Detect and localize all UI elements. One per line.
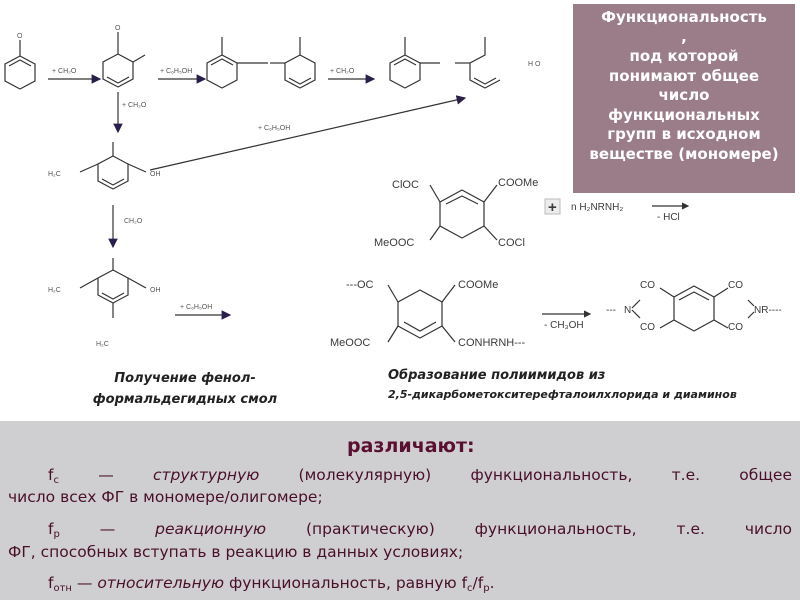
label-n: N [624, 305, 631, 316]
definitions-panel: различают: fc — структурную (молекулярну… [0, 421, 800, 600]
monomer-ring [439, 189, 485, 239]
label-cocl: COCl [498, 237, 525, 249]
benzene-ring-3 [206, 54, 238, 89]
label-end: H O [528, 61, 541, 68]
label-oh-1: OH [150, 171, 161, 178]
label-reagent-4: + CH₂O [122, 102, 147, 109]
label-diamine: n H₂NRNH₂ [571, 202, 623, 213]
imide-benzene-ring [673, 285, 715, 332]
phenol-labels: O O + CH₂O + C₆H₅OH + CH₂O + CH₂O + C₆H₅… [17, 25, 541, 348]
dash: — [99, 520, 116, 538]
label-reagent-5: + C₆H₅OH [258, 125, 290, 132]
phenol-caption: Получение фенол- формальдегидных смол [80, 368, 290, 410]
benzene-ring-2 [102, 53, 134, 88]
label-reagent-1: + CH₂O [52, 68, 77, 75]
label-reagent-7: + C₆H₅OH [180, 304, 212, 311]
definition-text: (практическую) функциональность, т.е. чи… [305, 520, 792, 538]
label-coome-1: COOMe [498, 177, 538, 189]
label-oh-2: OH [150, 287, 161, 294]
benzene-ring-5 [389, 54, 421, 89]
symbol-f-sub-c: c [53, 475, 59, 486]
label-meooc-1: MeOOC [374, 237, 414, 249]
definition-text: (молекулярную) функциональность, т.е. об… [298, 466, 792, 484]
label-co-1: CO [640, 280, 655, 291]
label-ch3oh: - CH₃OH [544, 320, 584, 331]
ratio-formula: fc/fp. [461, 574, 495, 594]
callout-line-8: веществе (мономере) [589, 144, 779, 163]
definitions-heading: различают: [347, 435, 475, 457]
label-o-1: O [17, 33, 23, 40]
definition-relative: fотн — относительную функциональность, р… [8, 573, 792, 594]
label-o-2: O [115, 25, 121, 32]
polyimide-labels: ClOC COOMe MeOOC COCl + n H₂NRNH₂ - HCl … [330, 177, 782, 349]
callout-line-7: групп в исходном [607, 125, 761, 143]
phenol-scheme [4, 32, 501, 320]
phenol-caption-line-1: Получение фенол- [114, 371, 256, 386]
phenol-caption-line-2: формальдегидных смол [92, 392, 278, 407]
label-hcl: - HCl [657, 212, 680, 223]
label-meooc-2: MeOOC [330, 337, 370, 349]
benzene-ring-8 [97, 269, 129, 304]
plus-box [544, 198, 561, 215]
callout-line-4: понимают общее [608, 66, 760, 85]
symbol-f: f [48, 520, 54, 538]
definition-structural-cont: число всех ФГ в мономере/олигомере; [8, 488, 323, 506]
polyimide-caption-subtitle: 2,5-дикарбометокситерефталоилхлорида и д… [388, 388, 737, 401]
label-reagent-6: CH₂O [124, 218, 143, 225]
symbol-f: f [48, 466, 54, 484]
symbol-f-sub-otn: отн [53, 583, 72, 594]
definition-reactive-cont: ФГ, способных вступать в реакцию в данны… [8, 543, 464, 561]
label-oc-chain: ---OC [346, 279, 374, 291]
label-coome-2: COOMe [458, 279, 498, 291]
benzene-ring-4 [284, 54, 316, 89]
label-h2c-2: H₂C [48, 287, 61, 294]
label-h2c-3: H₂C [96, 341, 109, 348]
label-nr: NR---- [754, 305, 782, 316]
callout-line-3: под которой [629, 47, 739, 65]
callout-line-5: число [658, 86, 710, 104]
polyimide-caption-title: Образование полиимидов из [388, 368, 606, 383]
benzene-ring-6 [469, 37, 501, 89]
callout-line-1: Функциональность [601, 8, 767, 26]
term-relative: относительную [97, 574, 225, 592]
label-co-2: CO [640, 322, 655, 333]
arrow-diagonal [149, 95, 467, 171]
callout-line-6: функциональных [608, 105, 760, 124]
callout-line-2: , [681, 27, 687, 46]
functionality-callout: Функциональность , под которой понимают … [573, 4, 795, 193]
symbol-f-sub-p: p [53, 529, 60, 540]
term-structural: структурную [152, 466, 260, 484]
label-co-3: CO [728, 280, 743, 291]
benzene-ring-7 [97, 155, 129, 190]
label-plus: + [548, 199, 557, 216]
label-cloc: ClOC [392, 179, 419, 191]
definition-structural: fc — структурную (молекулярную) функцион… [8, 465, 792, 486]
label-reagent-2: + C₆H₅OH [160, 68, 192, 75]
benzene-ring-1 [4, 55, 36, 90]
reaction-schemes: O O + CH₂O + C₆H₅OH + CH₂O + CH₂O + C₆H₅… [4, 25, 782, 349]
definition-text: функциональность, равную [228, 574, 457, 592]
dash: — [76, 574, 93, 592]
label-reagent-3: + CH₂O [330, 68, 355, 75]
polyimide-scheme [387, 184, 755, 343]
label-chain-left: --- [606, 305, 616, 316]
symbol-f: f [48, 574, 54, 592]
label-conhrnh: CONHRNH--- [458, 337, 526, 349]
dash: — [98, 466, 114, 484]
label-h2c-1: H₂C [48, 171, 61, 178]
label-co-4: CO [728, 322, 743, 333]
definition-reactive: fp — реакционную (практическую) функцион… [8, 519, 792, 540]
term-reactive: реакционную [155, 520, 267, 538]
